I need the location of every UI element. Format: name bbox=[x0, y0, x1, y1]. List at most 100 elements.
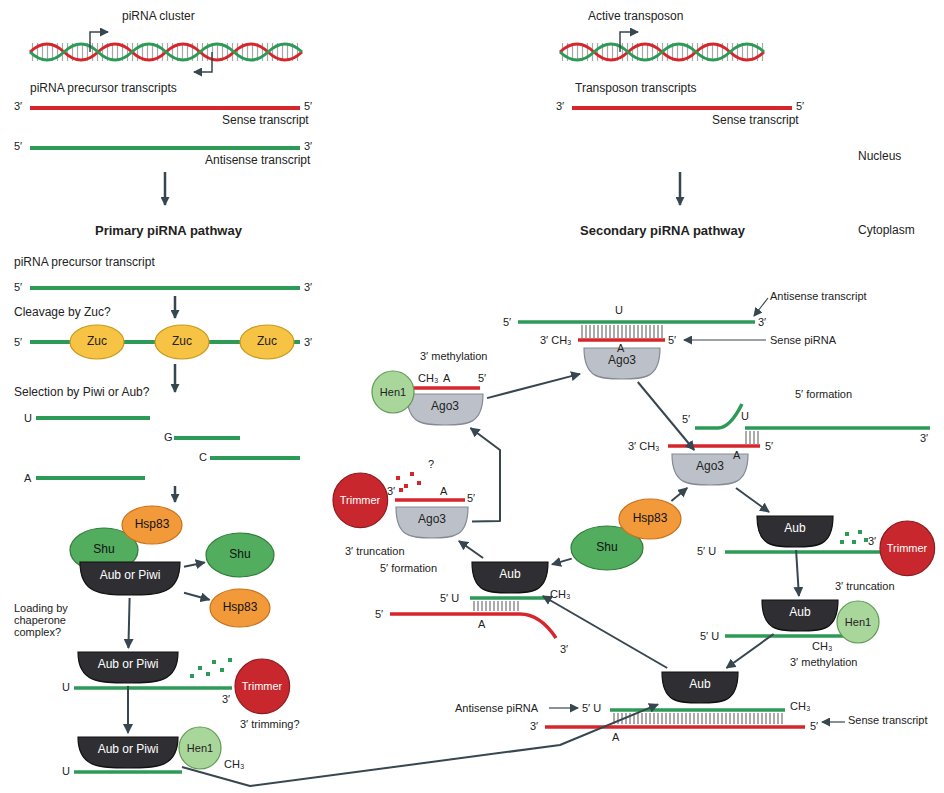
annotation-label: CH₃ bbox=[224, 758, 244, 770]
piwi-protein: Aub or Piwi bbox=[76, 735, 180, 769]
protein-name: Trimmer bbox=[242, 680, 283, 693]
protein-shape bbox=[155, 325, 209, 359]
annotation-label: U bbox=[62, 765, 70, 777]
annotation-label: 5′ U bbox=[697, 545, 716, 557]
annotation-label: Antisense transcript bbox=[205, 154, 310, 167]
rna-art-path bbox=[30, 44, 302, 60]
protein-shape bbox=[837, 601, 879, 643]
protein-name: Shu bbox=[229, 548, 250, 562]
protein-name: Hen1 bbox=[845, 616, 871, 629]
rna-art-line bbox=[518, 320, 755, 324]
protein-name: Zuc bbox=[87, 335, 107, 349]
protein-shape bbox=[880, 521, 935, 576]
rna-art-line bbox=[668, 444, 760, 448]
trimmer-enzyme: Trimmer bbox=[879, 520, 936, 577]
annotation-label: 3′ bbox=[14, 100, 22, 112]
protein-name: Aub or Piwi bbox=[98, 658, 159, 672]
piwi-protein: Aub or Piwi bbox=[76, 650, 180, 684]
ago3-protein: Ago3 bbox=[394, 505, 470, 539]
annotation-label: A bbox=[612, 731, 619, 743]
annotation-label: U bbox=[615, 304, 623, 316]
protein-name: Aub or Piwi bbox=[100, 569, 161, 583]
protein-name: Aub bbox=[789, 606, 810, 620]
annotation-label: 5′ bbox=[467, 492, 475, 504]
annotation-label: 5′ bbox=[765, 440, 773, 452]
protein-name: Shu bbox=[93, 543, 114, 557]
cycle-arrow bbox=[638, 382, 694, 450]
protein-shape bbox=[396, 507, 468, 538]
cycle-arrow bbox=[543, 596, 667, 668]
cycle-arrow bbox=[736, 488, 769, 512]
cycle-arrow bbox=[184, 562, 205, 566]
annotation-label: A bbox=[733, 449, 740, 461]
rna-art-path bbox=[620, 32, 638, 52]
annotation-label: 3′ CH₃ bbox=[540, 334, 572, 346]
protein-shape bbox=[78, 737, 178, 768]
protein-shape bbox=[662, 672, 738, 703]
protein-name: Aub bbox=[689, 678, 710, 692]
rna-art-line bbox=[578, 338, 665, 342]
rna-art-rect bbox=[206, 672, 210, 676]
annotation-label: 3′ methylation bbox=[420, 350, 488, 362]
annotation-label: CH₃ bbox=[812, 640, 832, 652]
cycle-arrow bbox=[487, 374, 580, 398]
hsp83-protein: Hsp83 bbox=[209, 588, 271, 628]
section-heading: Secondary piRNA pathway bbox=[580, 224, 745, 238]
annotation-label: 5′ bbox=[14, 336, 22, 348]
piwi-protein: Aub or Piwi bbox=[78, 560, 182, 596]
hen1-enzyme: Hen1 bbox=[178, 726, 222, 770]
annotation-label: U bbox=[24, 412, 32, 424]
rna-art-line bbox=[725, 550, 880, 554]
annotation-label: Antisense piRNA bbox=[455, 702, 538, 714]
annotation-label: piRNA precursor transcripts bbox=[30, 82, 177, 95]
protein-name: Ago3 bbox=[696, 460, 724, 474]
annotation-label: 3′ bbox=[556, 100, 564, 112]
annotation-label: 3′ bbox=[560, 643, 568, 655]
rna-art-rect bbox=[845, 532, 849, 536]
annotation-label: Cytoplasm bbox=[858, 224, 915, 237]
rna-art-line bbox=[745, 426, 930, 430]
protein-shape bbox=[210, 589, 270, 627]
rna-art-line bbox=[470, 596, 545, 600]
hen1-enzyme: Hen1 bbox=[371, 370, 415, 414]
annotation-label: 5′ bbox=[796, 100, 804, 112]
annotation-label: 3′ bbox=[304, 281, 312, 293]
rna-art-line bbox=[725, 634, 845, 638]
cycle-arrow bbox=[184, 593, 210, 600]
protein-shape bbox=[206, 533, 274, 577]
cycle-arrow bbox=[671, 488, 687, 501]
annotation-label: 3′ bbox=[387, 485, 395, 497]
protein-shape bbox=[122, 506, 182, 544]
rna-art-line bbox=[610, 708, 785, 712]
rna-art-rect bbox=[212, 660, 216, 664]
annotation-label: 5′ bbox=[682, 413, 690, 425]
annotation-label: U bbox=[741, 410, 749, 422]
rna-art-rect bbox=[30, 43, 302, 61]
annotation-label: U bbox=[62, 681, 70, 693]
annotation-label: 5′ bbox=[668, 334, 676, 346]
protein-shape bbox=[179, 727, 221, 769]
protein-name: Hen1 bbox=[187, 742, 213, 755]
protein-name: Trimmer bbox=[340, 494, 381, 507]
rna-art-line bbox=[210, 456, 300, 460]
rna-art-line bbox=[74, 770, 182, 774]
protein-shape bbox=[407, 394, 483, 425]
rna-art-rect bbox=[745, 431, 760, 444]
section-heading: Primary piRNA pathway bbox=[95, 224, 242, 238]
annotation-label: A bbox=[617, 342, 624, 354]
rna-art-g bbox=[840, 530, 868, 544]
rna-art-rect bbox=[399, 488, 403, 492]
rna-art-line bbox=[30, 286, 300, 290]
piwi-protein: Aub bbox=[660, 670, 740, 704]
rna-art-path bbox=[390, 614, 556, 638]
rna-art-line bbox=[30, 106, 300, 110]
annotation-label: Sense piRNA bbox=[770, 334, 836, 346]
annotation-label: 3′ bbox=[920, 432, 928, 444]
annotation-label: C bbox=[199, 451, 207, 463]
annotation-label: piRNA precursor transcript bbox=[14, 256, 155, 269]
annotation-label: 5′ bbox=[375, 608, 383, 620]
annotation-label: 5′ bbox=[478, 372, 486, 384]
rna-art-rect bbox=[858, 530, 862, 534]
piwi-protein: Aub bbox=[470, 560, 550, 594]
